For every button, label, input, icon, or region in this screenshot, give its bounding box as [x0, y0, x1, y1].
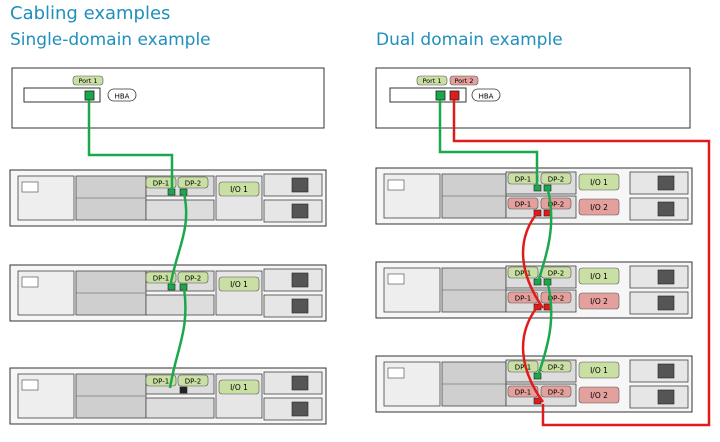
cable-enclosure-1-to-2-domain-1 [536, 189, 553, 283]
io-1-label: I/O 1 [230, 185, 248, 194]
dp-2-b-badge [540, 385, 572, 398]
cable-enclosure-2-to-3 [168, 287, 187, 389]
io-1-label: I/O 1 [590, 366, 608, 375]
enclosure-1: DP-1 DP-2 DP-1 DP-2 I/O 1 I/O 2 [375, 167, 693, 225]
dp-1-b-label: DP-1 [515, 201, 531, 209]
io-1-badge [218, 181, 260, 197]
io-1-badge [218, 379, 260, 395]
enclosure-2: DP-1 DP-2 DP-1 DP-2 I/O 1 I/O 2 [375, 261, 693, 319]
dp-1-b-label: DP-1 [515, 389, 531, 397]
dp-1-label: DP-1 [153, 275, 169, 283]
dp-2-b-badge [540, 197, 572, 210]
enclosure-1: DP-1 DP-2 I/O 1 [9, 169, 327, 227]
cable-port-2-to-enclosure-3 [452, 100, 711, 427]
cable-enclosure-1-to-2-domain-2 [521, 211, 545, 309]
dp-2-badge [177, 374, 209, 387]
port-2-label: Port 2 [454, 77, 473, 85]
dp-2-b-label: DP-2 [548, 201, 564, 209]
port-1-badge [72, 75, 104, 86]
io-1-badge [578, 173, 620, 191]
cable-port-1-to-enclosure-1 [438, 100, 539, 188]
dp-1-badge [145, 176, 177, 189]
dp-2-b-label: DP-2 [548, 389, 564, 397]
cable-hba-to-enclosure-1 [87, 100, 174, 190]
domain-2-cables [452, 100, 711, 427]
port-1-label: Port 1 [78, 77, 97, 85]
dp-2-label: DP-2 [548, 270, 564, 278]
dp-2-label: DP-2 [185, 180, 201, 188]
io-1-label: I/O 1 [230, 280, 248, 289]
enclosure-3: DP-1 DP-2 I/O 1 [9, 367, 327, 425]
dp-1-label: DP-1 [515, 176, 531, 184]
port-1-badge [416, 75, 448, 86]
dp-1-label: DP-1 [153, 378, 169, 386]
cable-enclosure-2-to-3-domain-2 [521, 305, 545, 403]
cable-enclosure-1-to-2 [168, 192, 188, 289]
hba-label: HBA [479, 93, 494, 101]
io-1-badge [578, 267, 620, 285]
dp-2-label: DP-2 [185, 378, 201, 386]
dp-1-b-badge [507, 291, 539, 304]
hba-card [23, 87, 101, 103]
dp-2-badge [177, 176, 209, 189]
io-1-label: I/O 1 [590, 272, 608, 281]
hba-card [389, 87, 467, 103]
hba-label: HBA [115, 93, 130, 101]
dp-1-b-label: DP-1 [515, 295, 531, 303]
dp-1-badge [507, 266, 539, 279]
dp-1-label: DP-1 [515, 270, 531, 278]
io-2-label: I/O 2 [590, 391, 608, 400]
single-domain-diagram: HBA Port 1 DP-1 DP-2 I/O 1 [9, 67, 327, 425]
single-domain-title: Single-domain example [10, 30, 211, 50]
io-2-label: I/O 2 [590, 297, 608, 306]
domain-1-cables [438, 100, 553, 377]
host-server: HBA Port 1 Port 2 [375, 67, 691, 129]
dp-1-label: DP-1 [153, 180, 169, 188]
dual-domain-diagram: HBA Port 1 Port 2 DP-1 DP-2 DP-1 [375, 67, 711, 427]
host-server: HBA Port 1 [11, 67, 325, 129]
dp-1-b-badge [507, 197, 539, 210]
io-1-badge [578, 361, 620, 379]
io-1-badge [218, 276, 260, 292]
io-2-badge [578, 292, 620, 310]
domain-1-cables [87, 100, 188, 389]
dp-2-badge [540, 172, 572, 185]
cable-enclosure-2-to-3-domain-1 [536, 283, 553, 377]
io-1-label: I/O 1 [230, 383, 248, 392]
dp-2-label: DP-2 [548, 176, 564, 184]
dp-1-badge [145, 271, 177, 284]
io-2-badge [578, 198, 620, 216]
io-2-label: I/O 2 [590, 203, 608, 212]
dp-2-b-badge [540, 291, 572, 304]
page-title: Cabling examples [10, 3, 171, 24]
dp-2-label: DP-2 [548, 364, 564, 372]
port-1-connector [435, 90, 446, 101]
dual-domain-title: Dual domain example [376, 30, 563, 50]
port-1-connector [84, 90, 95, 101]
port-1-label: Port 1 [422, 77, 441, 85]
enclosure-2: DP-1 DP-2 I/O 1 [9, 264, 327, 322]
dp-2-badge [177, 271, 209, 284]
dp-1-b-badge [507, 385, 539, 398]
port-2-badge [449, 75, 479, 86]
dp-1-badge [145, 374, 177, 387]
dp-1-label: DP-1 [515, 364, 531, 372]
enclosure-3: DP-1 DP-2 DP-1 DP-2 I/O 1 I/O 2 [375, 355, 693, 413]
dp-2-b-label: DP-2 [548, 295, 564, 303]
io-2-badge [578, 386, 620, 404]
io-1-label: I/O 1 [590, 178, 608, 187]
dp-1-badge [507, 360, 539, 373]
dp-2-label: DP-2 [185, 275, 201, 283]
port-2-connector [449, 90, 460, 101]
